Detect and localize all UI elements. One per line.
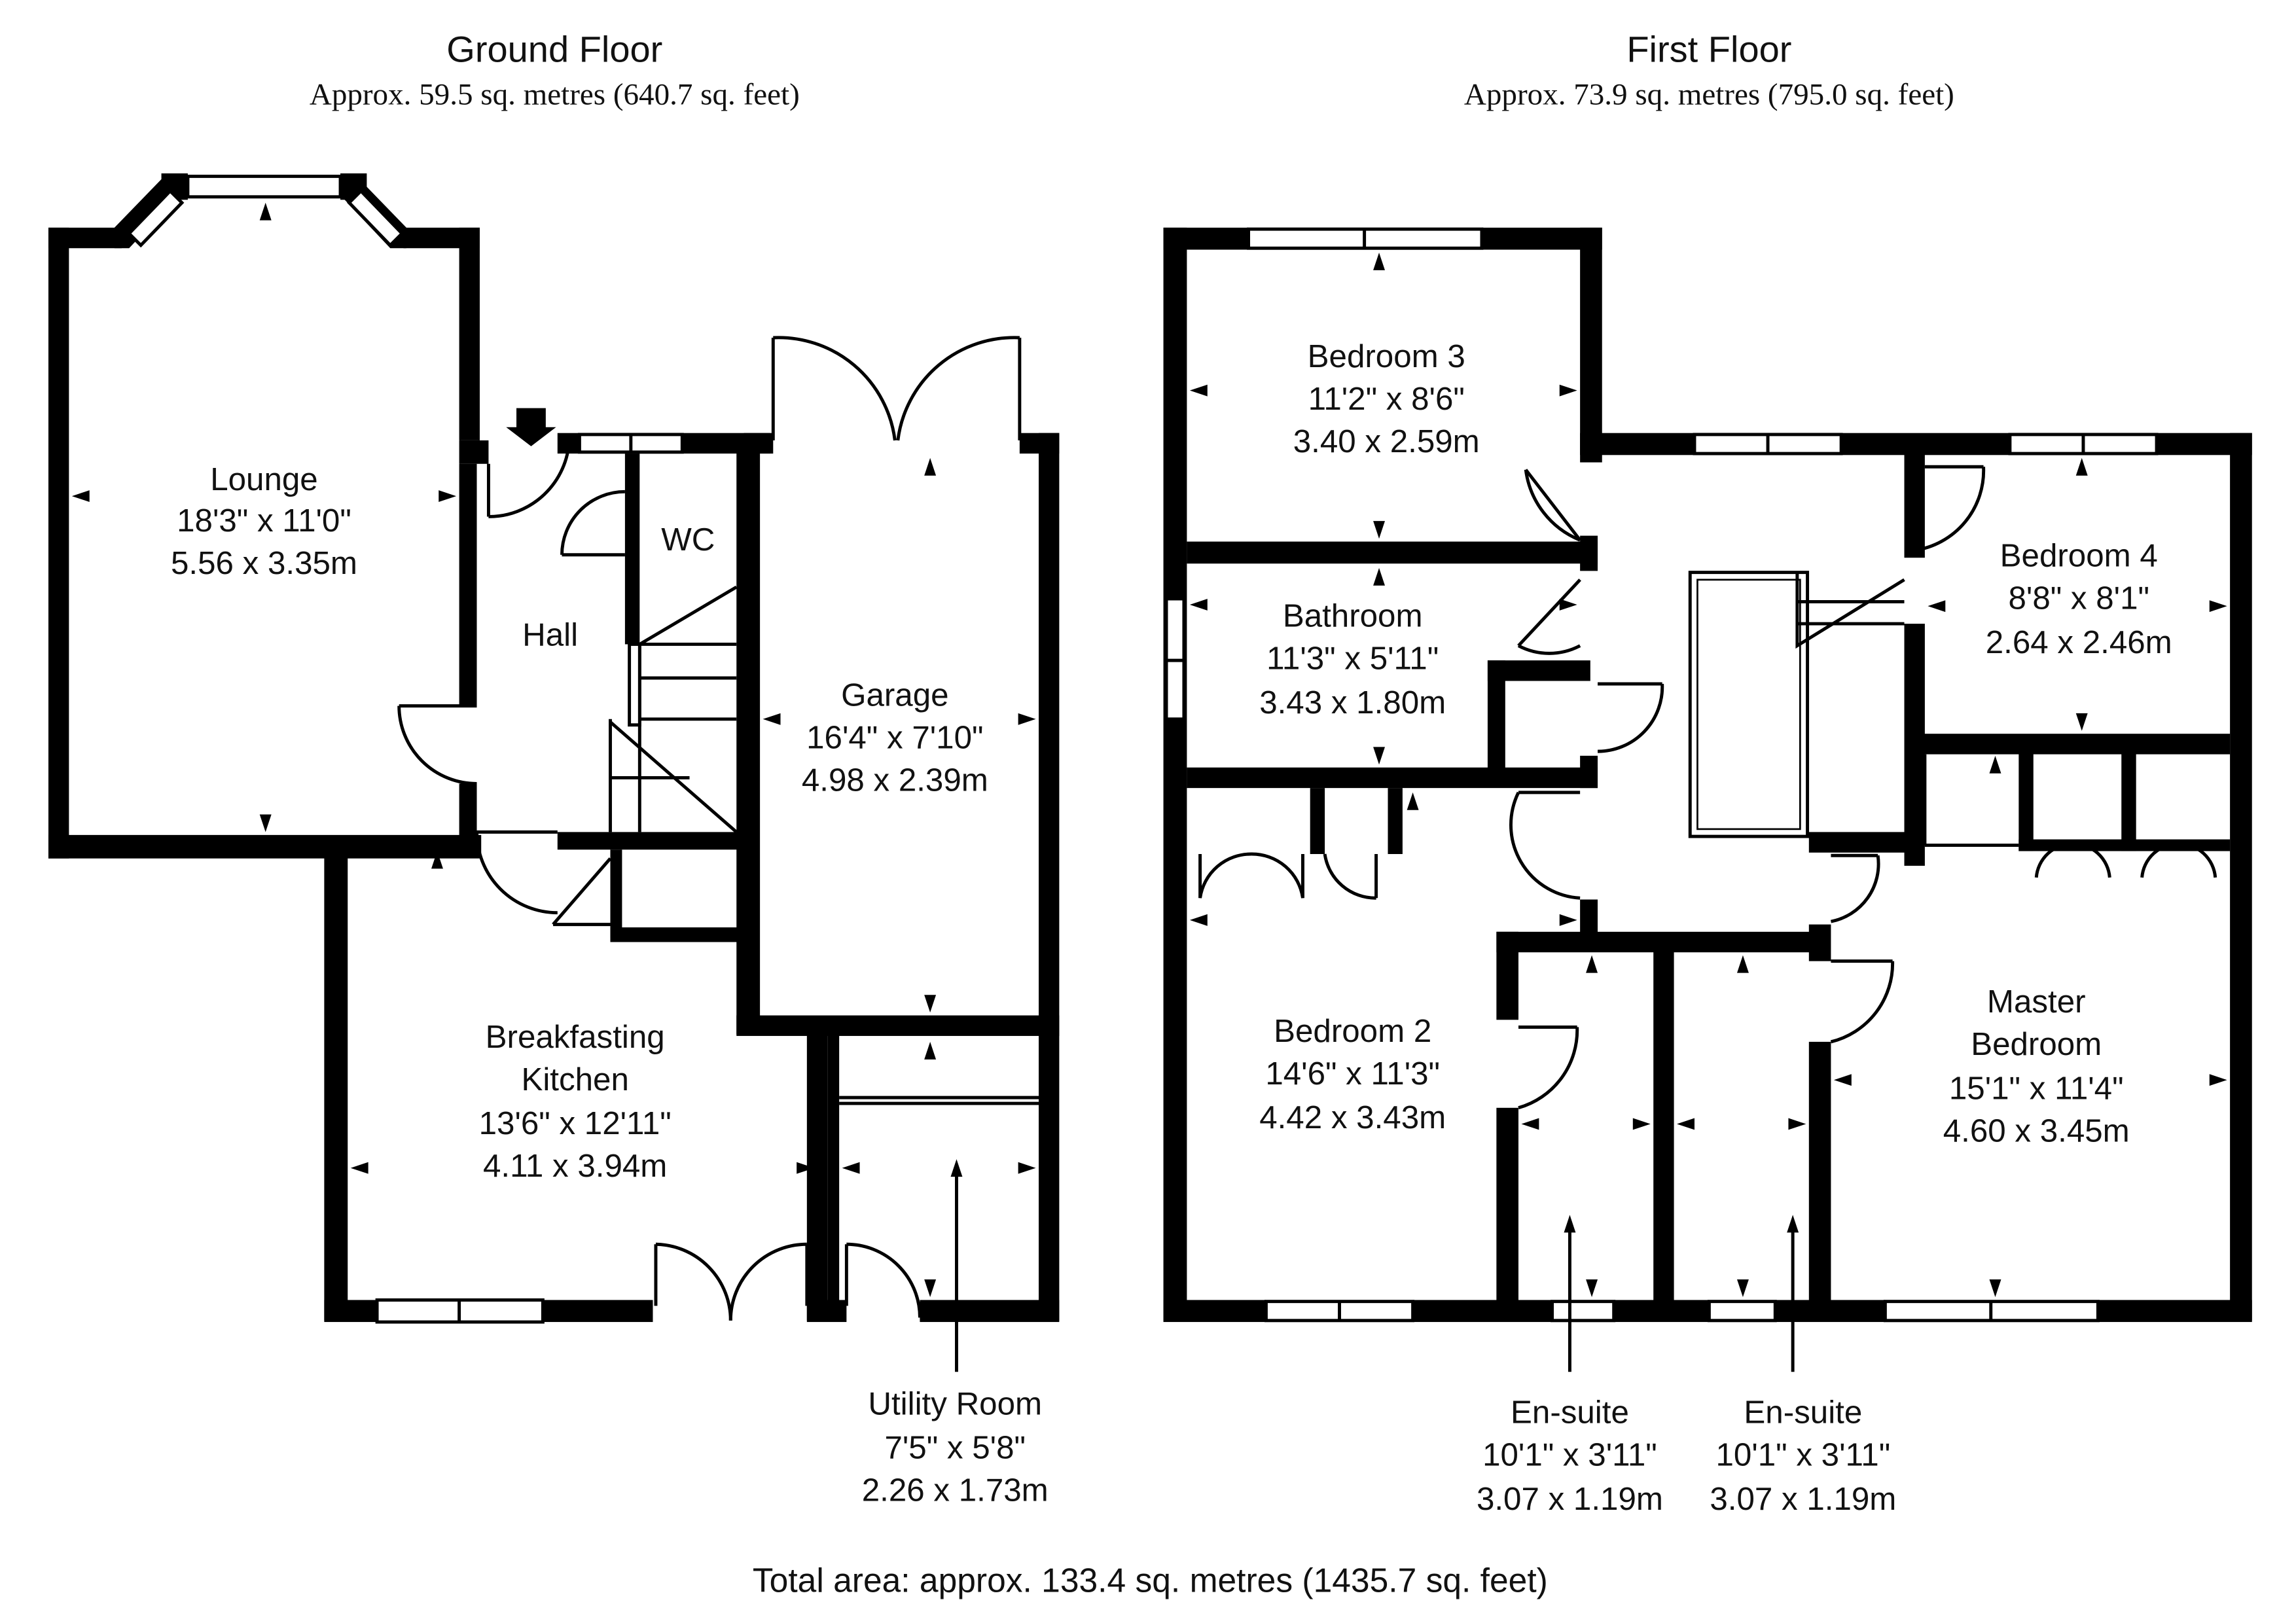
room-kitchen: Breakfasting Kitchen 13'6" x 12'11" 4.11…: [479, 1019, 672, 1184]
room-bathroom-name: Bathroom: [1283, 598, 1423, 634]
room-master-bedroom: Master Bedroom 15'1" x 11'4" 4.60 x 3.45…: [1943, 984, 2130, 1149]
room-master-metric: 4.60 x 3.45m: [1943, 1113, 2130, 1149]
total-area: Total area: approx. 133.4 sq. metres (14…: [753, 1561, 1548, 1599]
room-bathroom-metric: 3.43 x 1.80m: [1259, 685, 1446, 721]
room-garage-imperial: 16'4" x 7'10": [806, 720, 983, 756]
room-bedroom2: Bedroom 2 14'6" x 11'3" 4.42 x 3.43m: [1259, 1013, 1446, 1135]
room-master-name-line1: Master: [1987, 984, 2086, 1020]
room-ensuite-1: En-suite 10'1" x 3'11" 3.07 x 1.19m: [1477, 1395, 1663, 1517]
room-ensuite1-metric: 3.07 x 1.19m: [1477, 1481, 1663, 1517]
first-floor-arrows: [1189, 252, 2227, 1372]
room-bathroom-imperial: 11'3" x 5'11": [1266, 641, 1439, 677]
room-kitchen-name-line1: Breakfasting: [486, 1019, 665, 1055]
room-bedroom4-name: Bedroom 4: [2000, 538, 2158, 574]
room-bedroom4-imperial: 8'8" x 8'1": [2008, 580, 2149, 616]
room-garage-name: Garage: [841, 677, 948, 713]
room-bedroom4: Bedroom 4 8'8" x 8'1" 2.64 x 2.46m: [1986, 538, 2172, 660]
room-bedroom2-imperial: 14'6" x 11'3": [1265, 1056, 1440, 1092]
room-garage-metric: 4.98 x 2.39m: [802, 762, 988, 798]
room-bedroom3-imperial: 11'2" x 8'6": [1308, 381, 1465, 417]
ground-floor-title: Ground Floor: [446, 29, 662, 70]
room-bedroom3: Bedroom 3 11'2" x 8'6" 3.40 x 2.59m: [1293, 338, 1480, 459]
room-lounge-imperial: 18'3" x 11'0": [177, 503, 351, 539]
room-utility: Utility Room 7'5" x 5'8" 2.26 x 1.73m: [862, 1385, 1049, 1508]
first-floor-fixtures: [1198, 465, 2217, 1110]
room-bedroom4-metric: 2.64 x 2.46m: [1986, 624, 2172, 660]
room-master-name-line2: Bedroom: [1971, 1026, 2102, 1062]
ground-floor-fixtures: [397, 336, 1039, 1321]
room-lounge-metric: 5.56 x 3.35m: [171, 545, 357, 581]
ground-floor-walls: [48, 173, 1060, 1324]
room-bathroom: Bathroom 11'3" x 5'11" 3.43 x 1.80m: [1259, 598, 1446, 721]
room-wc-name: WC: [661, 522, 715, 558]
room-ensuite1-name: En-suite: [1511, 1395, 1629, 1431]
room-ensuite2-name: En-suite: [1744, 1395, 1862, 1431]
room-bedroom2-name: Bedroom 2: [1274, 1013, 1431, 1049]
first-floor-area: Approx. 73.9 sq. metres (795.0 sq. feet): [1464, 78, 1954, 112]
room-kitchen-name-line2: Kitchen: [521, 1061, 628, 1097]
room-lounge: Lounge 18'3" x 11'0" 5.56 x 3.35m: [171, 461, 357, 581]
room-bedroom3-name: Bedroom 3: [1308, 338, 1465, 374]
ground-floor-area: Approx. 59.5 sq. metres (640.7 sq. feet): [310, 78, 800, 112]
ground-floor-arrows: [71, 202, 1036, 1372]
first-floor-title: First Floor: [1626, 29, 1791, 70]
room-garage: Garage 16'4" x 7'10" 4.98 x 2.39m: [802, 677, 988, 798]
room-utility-metric: 2.26 x 1.73m: [862, 1472, 1049, 1508]
room-bedroom3-metric: 3.40 x 2.59m: [1293, 423, 1480, 459]
room-hall-name: Hall: [522, 617, 578, 653]
room-bedroom2-metric: 4.42 x 3.43m: [1259, 1099, 1446, 1135]
room-ensuite2-metric: 3.07 x 1.19m: [1710, 1481, 1896, 1517]
room-ensuite-2: En-suite 10'1" x 3'11" 3.07 x 1.19m: [1710, 1395, 1896, 1517]
room-ensuite2-imperial: 10'1" x 3'11": [1715, 1437, 1890, 1473]
room-utility-imperial: 7'5" x 5'8": [884, 1430, 1026, 1466]
room-master-imperial: 15'1" x 11'4": [1949, 1070, 2124, 1106]
room-lounge-name: Lounge: [210, 461, 318, 497]
room-ensuite1-imperial: 10'1" x 3'11": [1482, 1437, 1657, 1473]
room-utility-name: Utility Room: [868, 1385, 1042, 1421]
room-kitchen-metric: 4.11 x 3.94m: [483, 1148, 667, 1184]
room-kitchen-imperial: 13'6" x 12'11": [479, 1105, 672, 1141]
